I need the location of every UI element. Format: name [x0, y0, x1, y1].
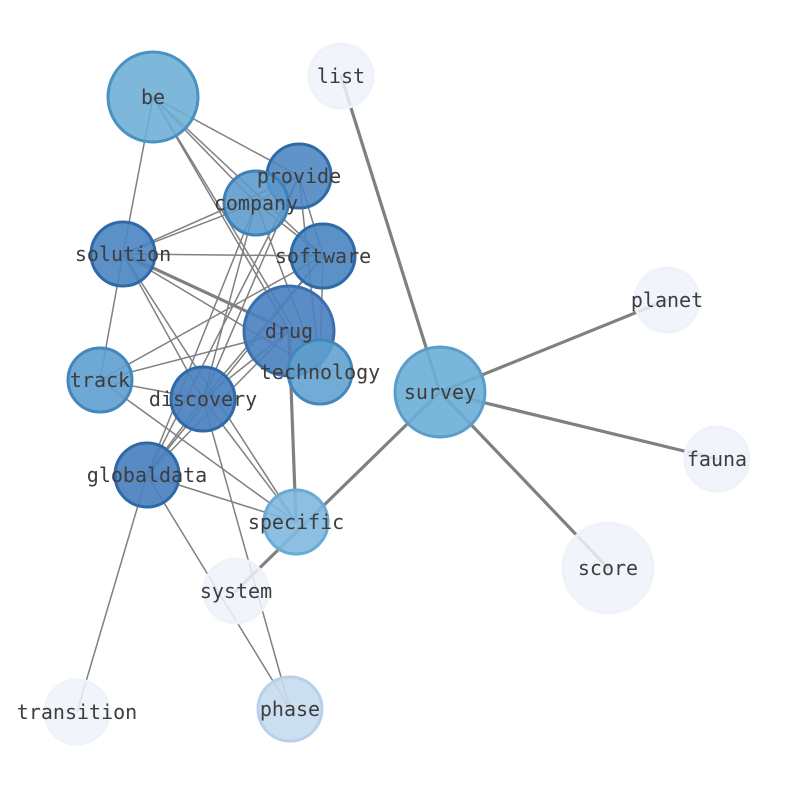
node-technology[interactable]: [286, 338, 354, 406]
node-label-drug: drug: [265, 319, 313, 343]
edge-discovery-phase: [202, 398, 291, 710]
edge-software-track: [99, 255, 324, 381]
node-planet[interactable]: [633, 266, 701, 334]
edge-survey-fauna: [438, 390, 719, 461]
node-globaldata[interactable]: [113, 441, 181, 509]
node-list[interactable]: [307, 42, 375, 110]
edge-company-globaldata: [146, 202, 257, 476]
node-label-planet: planet: [631, 288, 703, 312]
labels-layer: be list provide company solution software plan…: [17, 64, 747, 724]
node-be[interactable]: [106, 50, 200, 144]
node-specific[interactable]: [262, 488, 330, 556]
edge-track-specific: [99, 379, 297, 523]
node-label-specific: specific: [248, 510, 344, 534]
node-label-software: software: [275, 244, 371, 268]
edge-survey-system: [234, 390, 442, 593]
edge-survey-list: [339, 74, 442, 394]
node-discovery[interactable]: [169, 365, 237, 433]
node-label-globaldata: globaldata: [87, 463, 207, 487]
node-label-solution: solution: [75, 242, 171, 266]
node-label-discovery: discovery: [149, 387, 257, 411]
node-transition[interactable]: [43, 678, 111, 746]
node-phase[interactable]: [256, 675, 324, 743]
node-label-phase: phase: [260, 697, 320, 721]
node-label-technology: technology: [260, 360, 380, 384]
node-label-fauna: fauna: [687, 447, 747, 471]
node-system[interactable]: [202, 557, 270, 625]
node-label-track: track: [70, 368, 130, 392]
node-label-be: be: [141, 85, 165, 109]
node-label-list: list: [317, 64, 365, 88]
edge-company-discovery: [202, 202, 257, 400]
node-label-score: score: [578, 556, 638, 580]
node-software[interactable]: [289, 222, 357, 290]
node-label-transition: transition: [17, 700, 137, 724]
node-label-provide: provide: [257, 164, 341, 188]
node-survey[interactable]: [393, 345, 487, 439]
node-track[interactable]: [66, 346, 134, 414]
node-label-system: system: [200, 579, 272, 603]
node-fauna[interactable]: [683, 425, 751, 493]
edge-globaldata-transition: [76, 474, 148, 713]
node-score[interactable]: [561, 521, 655, 615]
node-label-survey: survey: [404, 380, 476, 404]
node-company[interactable]: [222, 169, 290, 237]
nodes-layer: [43, 42, 751, 746]
node-solution[interactable]: [89, 220, 157, 288]
node-label-company: company: [214, 191, 298, 215]
